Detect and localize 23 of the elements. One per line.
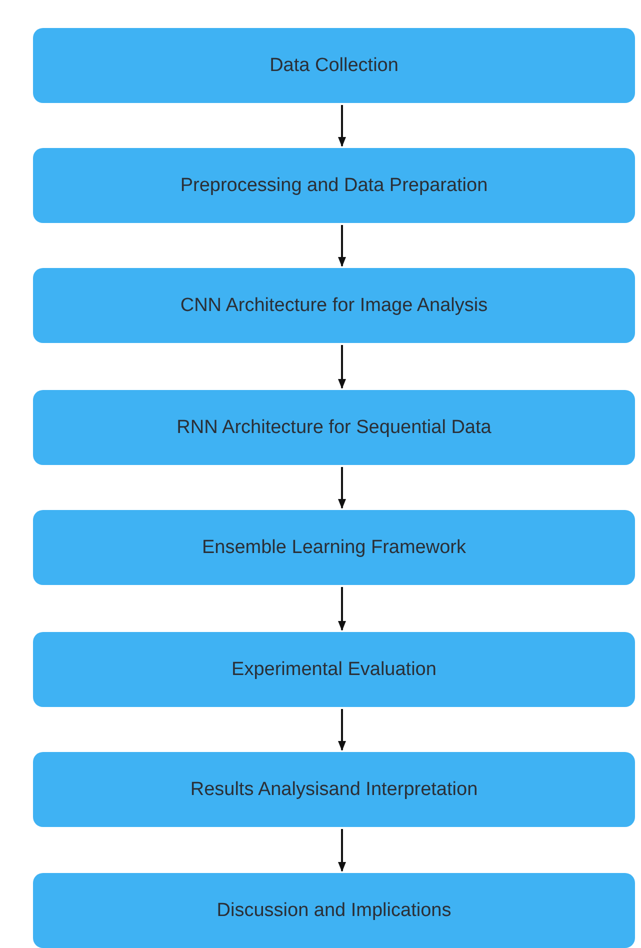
arrow <box>338 587 346 631</box>
process-box <box>33 873 635 948</box>
arrow <box>338 467 346 509</box>
process-box <box>33 632 635 707</box>
arrow <box>338 709 346 751</box>
step-label: Results Analysisand Interpretation <box>190 778 478 802</box>
process-box <box>33 510 635 585</box>
step-label: Ensemble Learning Framework <box>202 536 466 560</box>
process-box <box>33 148 635 223</box>
arrow <box>338 345 346 389</box>
arrow <box>338 829 346 872</box>
process-box <box>33 752 635 827</box>
step-label: RNN Architecture for Sequential Data <box>176 416 492 440</box>
process-box <box>33 268 635 343</box>
step-label: Discussion and Implications <box>216 898 452 922</box>
arrow <box>338 105 346 147</box>
process-box <box>33 390 635 465</box>
step-label: CNN Architecture for Image Analysis <box>180 294 488 318</box>
step-label: Data Collection <box>270 54 398 78</box>
step-label: Preprocessing and Data Preparation <box>180 174 488 198</box>
arrow <box>338 225 346 267</box>
step-label: Experimental Evaluation <box>232 658 436 682</box>
process-box <box>33 28 635 103</box>
